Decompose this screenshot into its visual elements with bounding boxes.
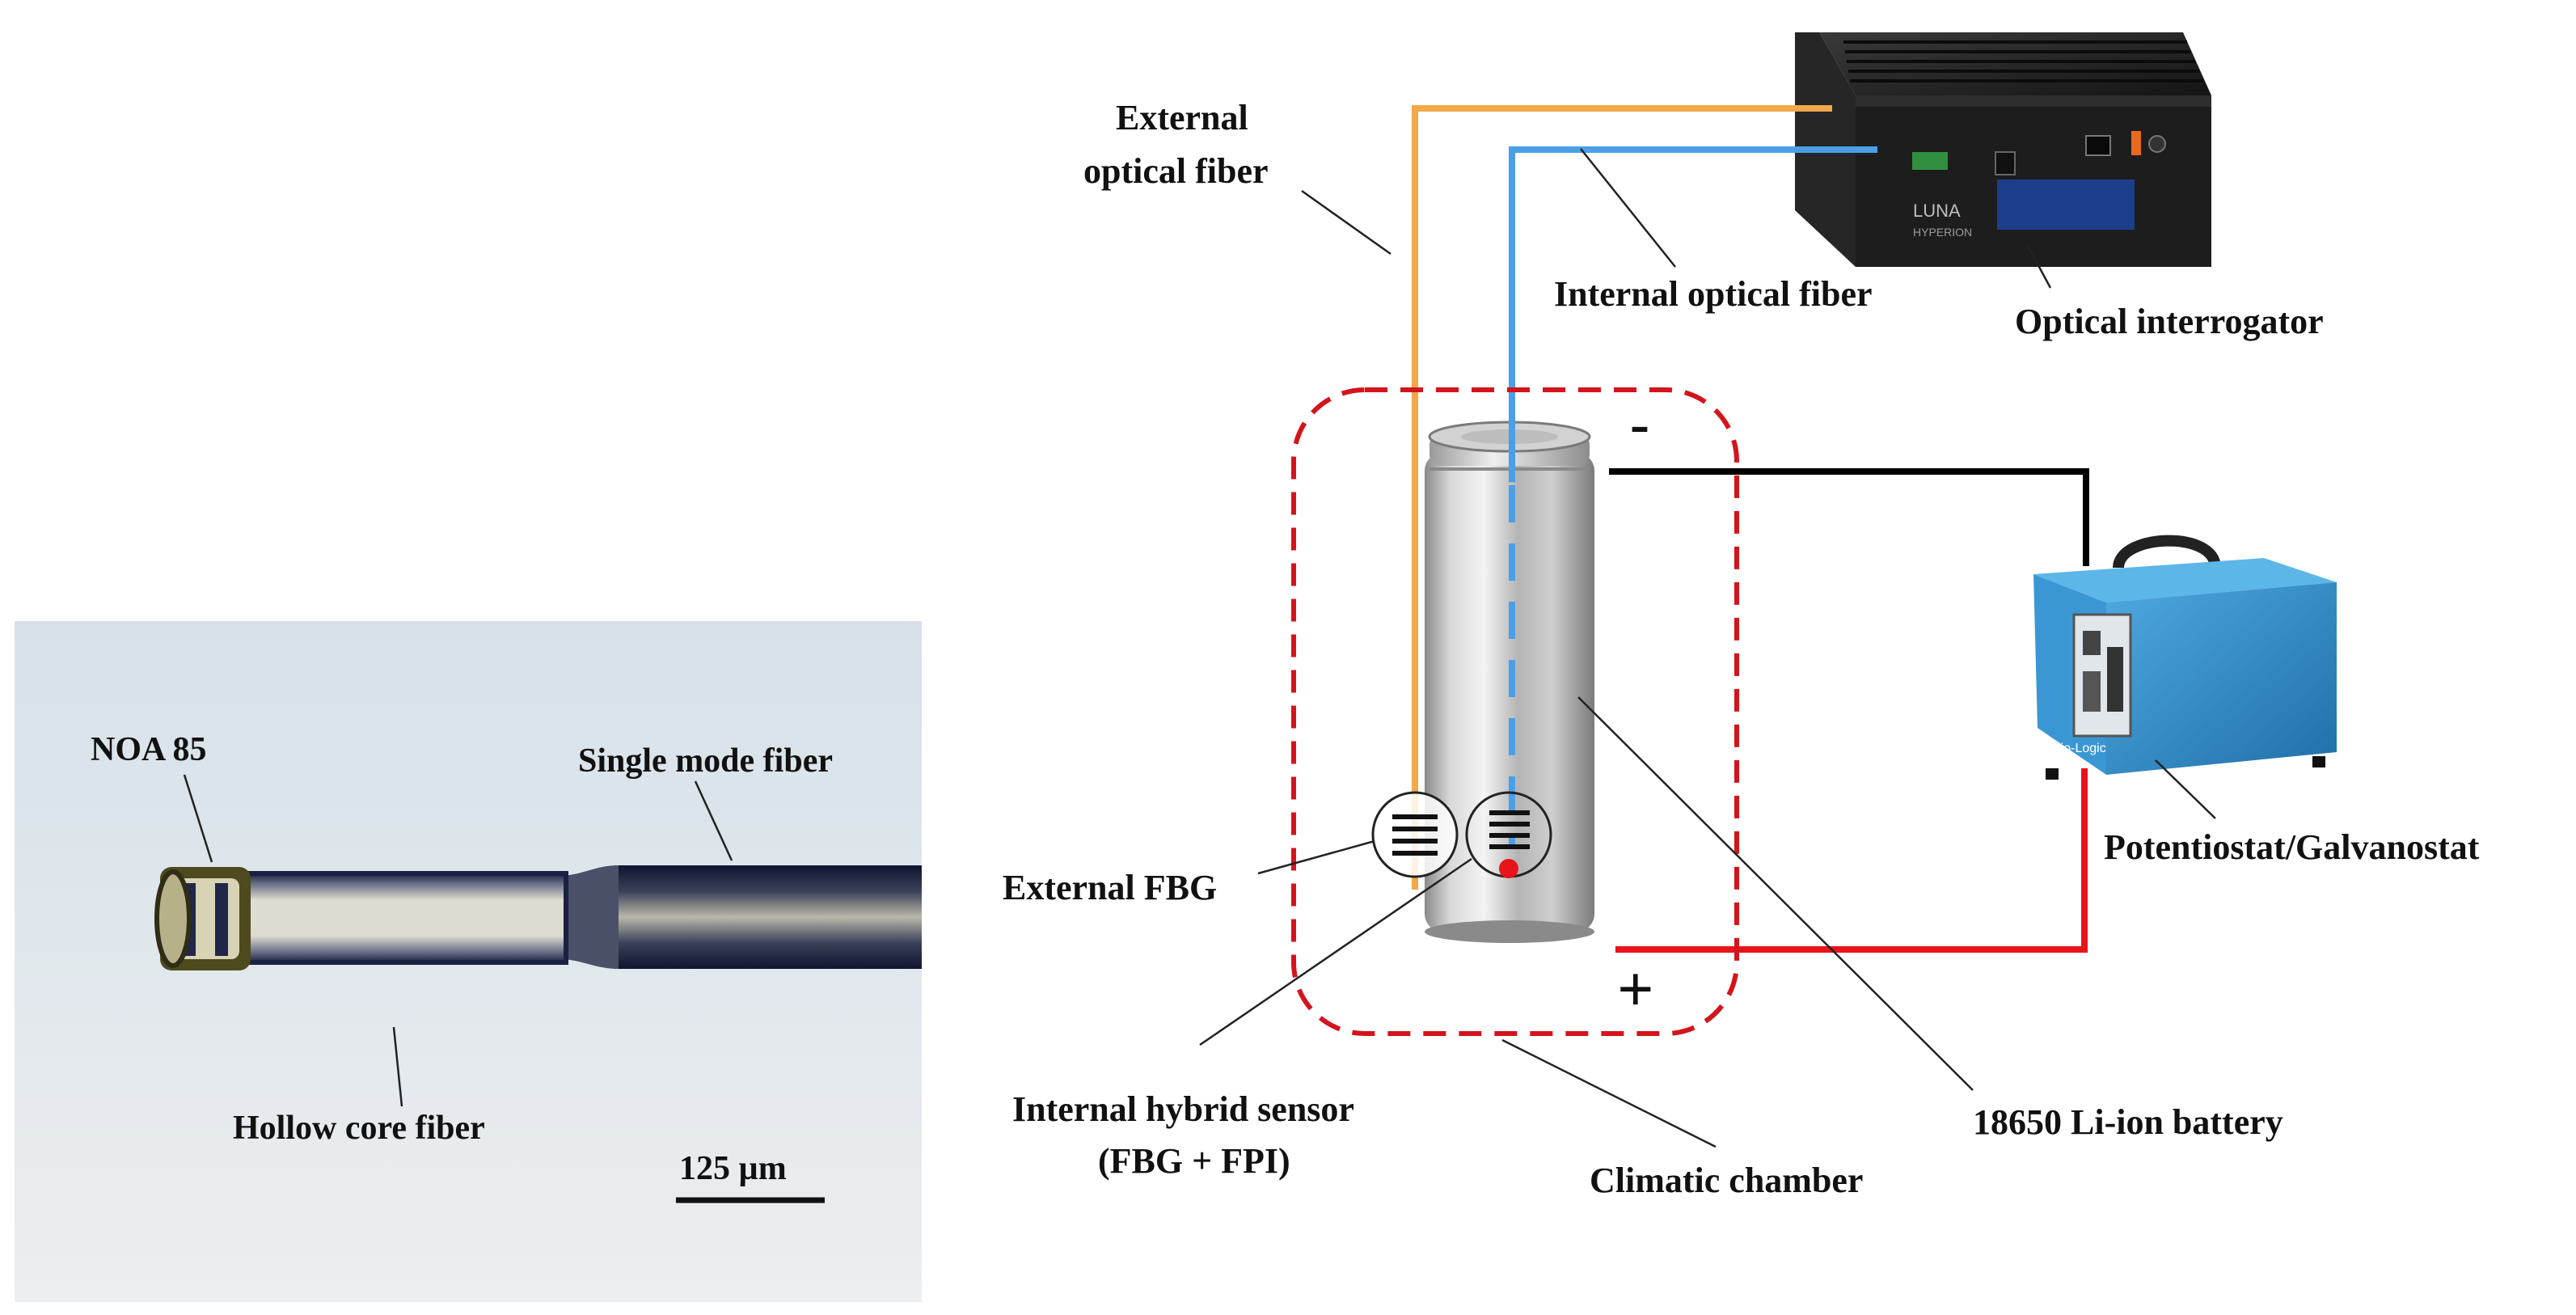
hybrid-sensor-label-line2: (FBG + FPI) bbox=[1098, 1141, 1290, 1181]
hollow-core-fiber-label: Hollow core fiber bbox=[233, 1110, 485, 1147]
fiber-taper bbox=[558, 865, 619, 969]
external-fbg-leader bbox=[1257, 839, 1375, 875]
scale-bar-label: 125 µm bbox=[679, 1150, 787, 1187]
external-fbg-marker bbox=[1371, 791, 1459, 878]
internal-fiber-leader bbox=[1580, 148, 1676, 268]
external-fiber-leader bbox=[1301, 189, 1391, 256]
positive-terminal-label: + bbox=[1617, 954, 1654, 1025]
internal-hybrid-sensor-marker bbox=[1465, 791, 1552, 878]
climatic-chamber-outline bbox=[1291, 387, 1739, 1036]
single-mode-fiber-label: Single mode fiber bbox=[578, 742, 833, 780]
battery-label: 18650 Li-ion battery bbox=[1973, 1102, 2283, 1142]
potentiostat-brand: Bio-Logic bbox=[2052, 742, 2106, 755]
interrogator-brand: LUNA bbox=[1913, 201, 1961, 221]
hollow-core-fiber bbox=[243, 873, 566, 962]
negative-terminal-label: - bbox=[1630, 391, 1649, 456]
negative-lead bbox=[1609, 468, 2089, 566]
external-fbg-label: External FBG bbox=[1003, 868, 1217, 907]
external-fiber-label-line1: External bbox=[1116, 98, 1248, 137]
optical-interrogator-label: Optical interrogator bbox=[2015, 302, 2324, 341]
external-optical-fiber bbox=[1412, 105, 1832, 890]
external-fiber-label-line2: optical fiber bbox=[1083, 151, 1269, 191]
noa85-cap bbox=[154, 867, 251, 970]
single-mode-fiber bbox=[614, 865, 922, 969]
positive-lead bbox=[1615, 768, 2088, 953]
interrogator-leader bbox=[2026, 245, 2052, 289]
hcf-leader bbox=[392, 1026, 403, 1107]
hybrid-sensor-label-line1: Internal hybrid sensor bbox=[1012, 1089, 1354, 1129]
noa85-leader bbox=[183, 774, 213, 863]
setup-panel: LUNA HYPERION Bio-Logic bbox=[1003, 32, 2480, 1200]
internal-optical-fiber bbox=[1509, 146, 1877, 482]
potentiostat-leader bbox=[2155, 759, 2216, 819]
chamber-leader bbox=[1501, 1038, 1717, 1148]
potentiostat-device: Bio-Logic bbox=[2033, 535, 2337, 780]
internal-fiber-label: Internal optical fiber bbox=[1554, 274, 1873, 314]
interrogator-sub: HYPERION bbox=[1913, 226, 1972, 239]
climatic-chamber-label: Climatic chamber bbox=[1590, 1161, 1863, 1200]
battery-leader bbox=[1577, 696, 1974, 1091]
potentiostat-label: Potentiostat/Galvanostat bbox=[2104, 827, 2480, 867]
smf-leader bbox=[694, 780, 733, 861]
micrograph-panel: NOA 85 Single mode fiber Hollow core fib… bbox=[15, 621, 922, 1302]
noa85-label: NOA 85 bbox=[91, 731, 207, 768]
hybrid-sensor-leader bbox=[1199, 857, 1472, 1047]
